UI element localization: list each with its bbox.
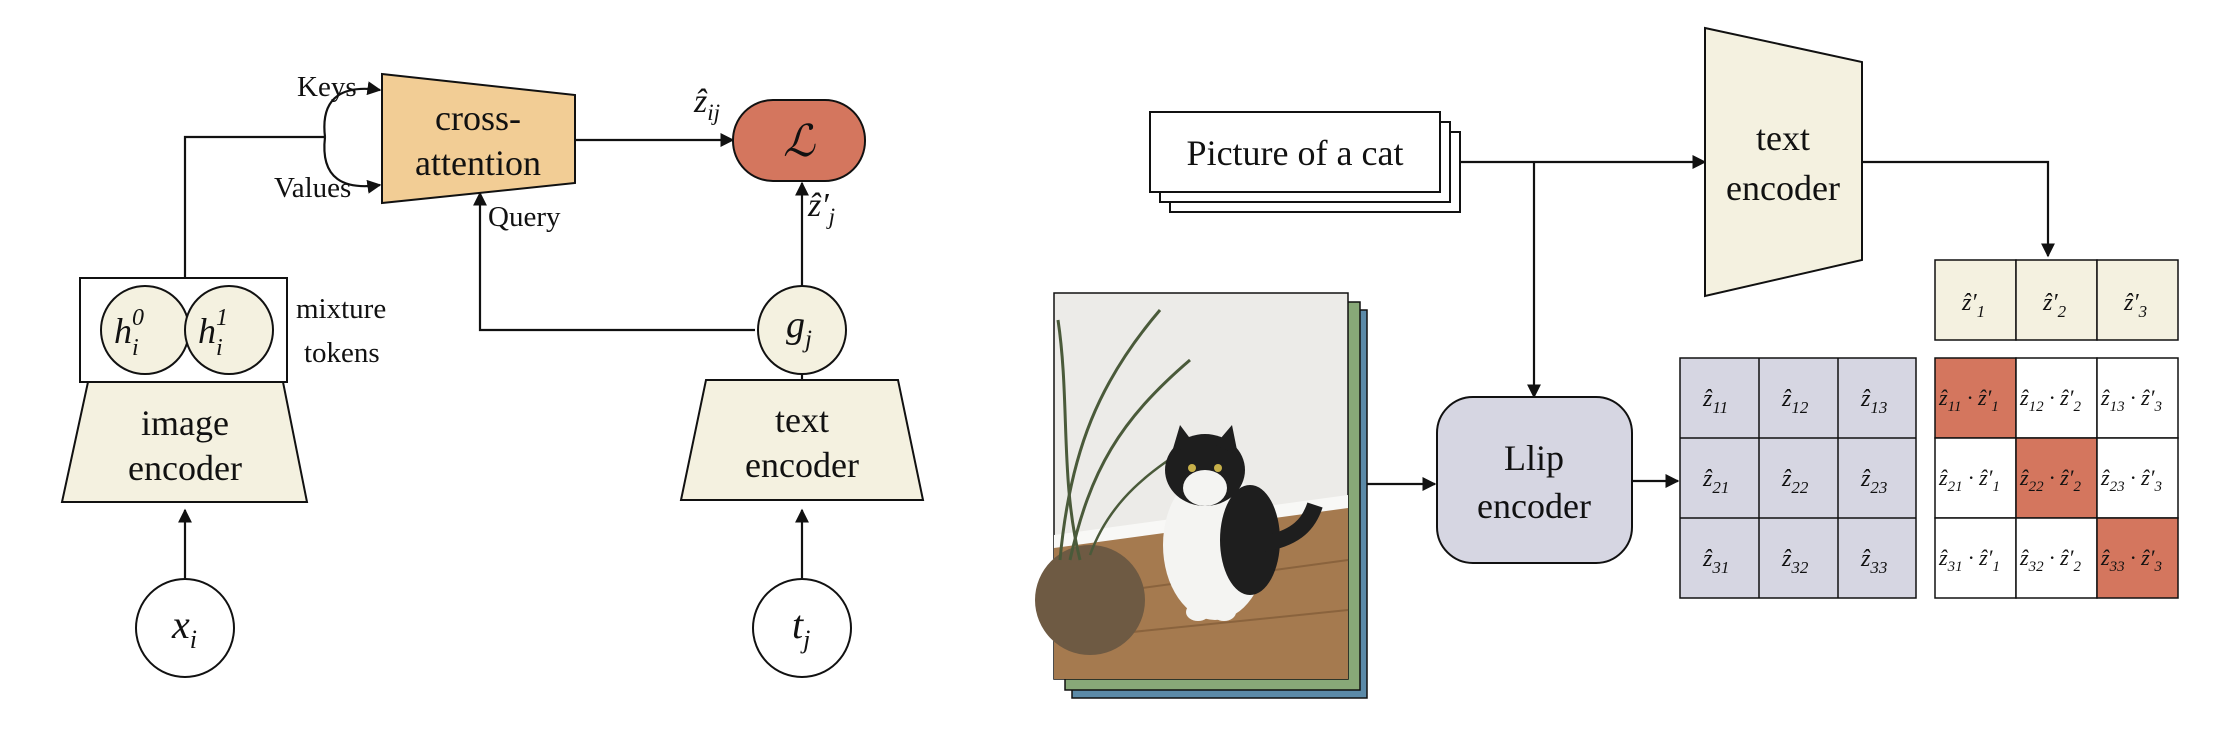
right-diagram: Picture of a cat text encoder [1035, 26, 2179, 699]
sim-cell-21 [1934, 437, 2017, 519]
line-tokens-to-kv [183, 135, 325, 278]
image-encoder-label-1: image [141, 403, 229, 443]
right-connectors [1365, 155, 2055, 491]
arrow-text-encoder-to-zprime [1862, 160, 2055, 258]
text-encoder-left-block [679, 379, 925, 501]
llip-encoder-label-2: encoder [1477, 486, 1591, 526]
left-connectors [178, 81, 809, 578]
cat-photo [1035, 292, 1349, 680]
llip-encoder-label-1: Llip [1504, 438, 1564, 478]
g-node [757, 285, 847, 375]
llip-encoder-block [1436, 396, 1633, 564]
arrow-keys [323, 81, 382, 138]
mixture-label-1: mixture [296, 293, 386, 325]
keys-label: Keys [297, 71, 357, 103]
cross-attention-block [381, 72, 576, 205]
cross-attention-label-2: attention [415, 143, 541, 183]
arrow-g-to-query [473, 191, 755, 332]
loss-symbol: ℒ [783, 117, 816, 166]
caption-text: Picture of a cat [1187, 133, 1404, 173]
arrow-values [323, 136, 382, 194]
mixture-label-2: tokens [304, 337, 380, 369]
text-encoder-right-block [1704, 26, 1863, 298]
t-input-node [752, 578, 852, 678]
cross-attention-label-1: cross- [435, 98, 521, 138]
caption-card-front [1149, 111, 1441, 193]
zhat-ij-label: ẑij [693, 83, 720, 125]
image-encoder-block [60, 381, 309, 503]
z-cell-12: ẑ12 [1781, 386, 1809, 417]
text-encoder-left-label-1: text [775, 400, 829, 440]
x-input-node [135, 578, 235, 678]
query-label: Query [488, 201, 561, 233]
zprime-row: ẑ′1 ẑ′2 ẑ′3 [1934, 259, 2179, 341]
values-label: Values [274, 172, 351, 204]
sim-cell-33 [2096, 517, 2179, 599]
image-encoder-label-2: encoder [128, 448, 242, 488]
zhat-j-prime-label: ẑ′j [807, 187, 835, 229]
sim-cell-22 [2015, 437, 2098, 519]
h1-token [184, 285, 274, 375]
g-label: gj [786, 304, 812, 353]
text-encoder-right-label-2: encoder [1726, 168, 1840, 208]
loss-node [732, 99, 866, 182]
sim-cell-31 [1934, 517, 2017, 599]
t-input-label: tj [792, 602, 810, 654]
sim-cell-23 [2096, 437, 2179, 519]
text-encoder-left-label-2: encoder [745, 445, 859, 485]
x-input-label: xi [171, 602, 197, 654]
text-encoder-right-label-1: text [1756, 118, 1810, 158]
left-diagram: cross- attention Keys Values Query ℒ ẑij… [60, 71, 925, 678]
sim-cell-11 [1934, 357, 2017, 439]
